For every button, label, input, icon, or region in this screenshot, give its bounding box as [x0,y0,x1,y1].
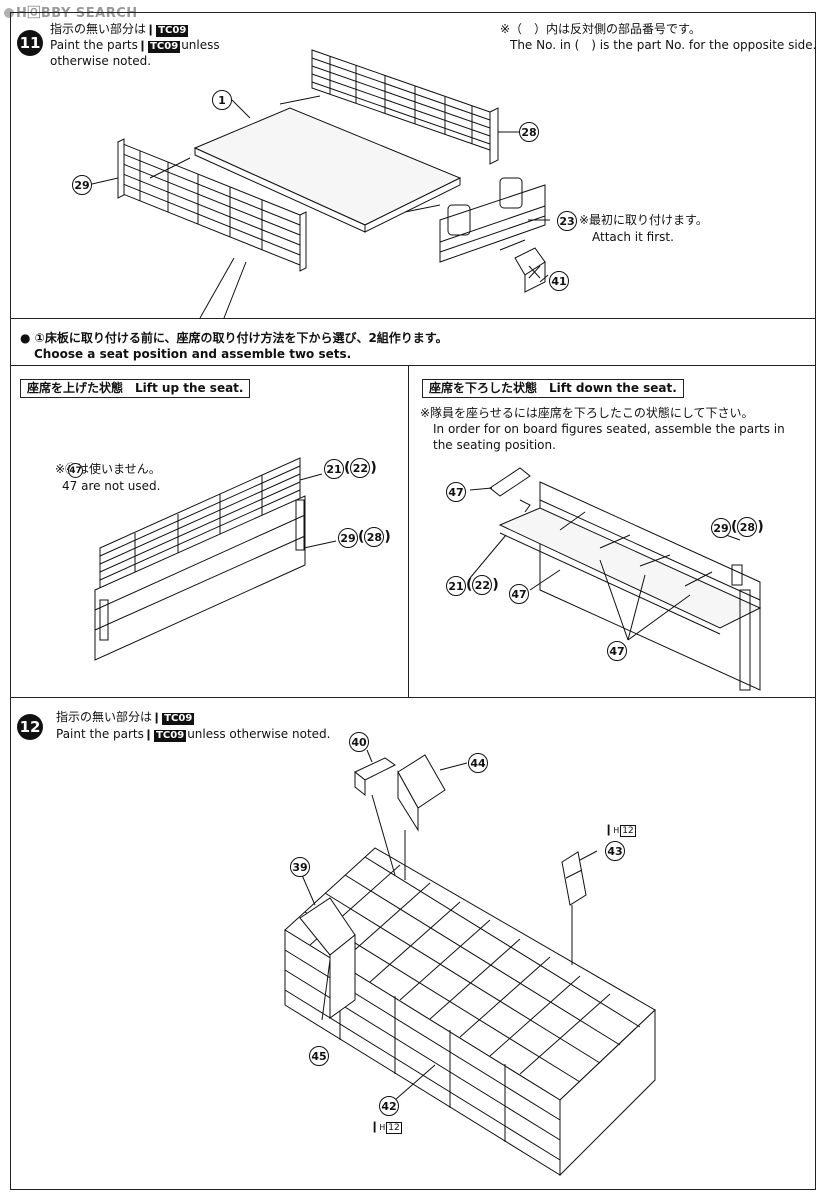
seat-instruction-jp: ● ①床板に取り付ける前に、座席の取り付け方法を下から選び、2組作ります。 [20,331,448,345]
part-39-label: 39 [290,857,310,877]
color-code-badge: TC09 [162,713,195,725]
color-code-badge: TC09 [148,41,181,53]
paint-icon: ❙︎ [137,39,148,52]
step-12-paint-jp: 指示の無い部分は❙︎TC09 [56,710,195,725]
lift-down-note-jp: ※隊員を座らせるには座席を下ろしたこの状態にして下さい。 [420,406,754,420]
part-43-label: 43 [605,841,625,861]
lift-down-title: 座席を下ろした状態 Lift down the seat. [422,379,684,398]
instruction-frame [10,12,816,1190]
part-42-label: 42 [379,1096,399,1116]
divider-vertical [408,365,409,697]
part-45-label: 45 [309,1046,329,1066]
watermark-logo: H🄾BBY SEARCH [4,2,138,21]
step-11-number: 11 [17,30,43,56]
part-28-label: 28 [519,122,539,142]
part-44-label: 44 [468,753,488,773]
lift-up-note-en: 47 are not used. [62,479,161,493]
part-47-ref: 47 [68,463,83,478]
part-29-label: 29 [72,175,92,195]
paint-icon: ❙︎ [146,23,156,36]
color-code-badge: TC09 [156,25,189,37]
paint-icon: ❙︎ [152,711,162,724]
part-47-label: 47 [446,482,466,502]
part-21-label: 21 [446,576,466,596]
step-11-paint-jp: 指示の無い部分は❙︎TC09 [50,22,189,37]
part-29-label: 29 [338,528,358,548]
attach-first-en: Attach it first. [592,230,674,244]
part-1-label: 1 [212,90,232,110]
paint-icon: ❙︎ [604,823,614,836]
lift-down-note-en-1: In order for on board figures seated, as… [433,422,785,436]
part-22-paren: (22) [466,575,499,595]
paint-icon: ❙︎ [143,728,154,741]
divider-3 [10,697,816,698]
color-code-badge: TC09 [154,730,187,742]
divider-2 [10,365,816,366]
part-23-label: 23 [557,211,577,231]
part-28-paren: (28) [358,527,391,547]
hobby-search-icon [4,8,14,18]
part-47-label-3: 47 [607,641,627,661]
part-41-label: 41 [549,271,569,291]
part-21-label: 21 [324,459,344,479]
opposite-note-jp: ※（ ）内は反対側の部品番号です。 [500,22,701,36]
lift-down-note-en-2: the seating position. [433,438,556,452]
part-29-label: 29 [711,518,731,538]
opposite-note-en: The No. in ( ) is the part No. for the o… [510,38,817,52]
part-40-label: 40 [349,732,369,752]
step-12-number: 12 [17,714,43,740]
seat-instruction-en: Choose a seat position and assemble two … [34,347,352,361]
lift-up-title: 座席を上げた状態 Lift up the seat. [20,379,251,398]
part-47-label-2: 47 [509,584,529,604]
part-22-paren: (22) [344,458,377,478]
part-28-paren: (28) [731,517,764,537]
step-11-paint-en-2: otherwise noted. [50,54,152,68]
divider-1 [10,318,816,319]
attach-first-jp: ※最初に取り付けます。 [579,213,708,227]
paint-icon: ❙︎ [370,1120,380,1133]
